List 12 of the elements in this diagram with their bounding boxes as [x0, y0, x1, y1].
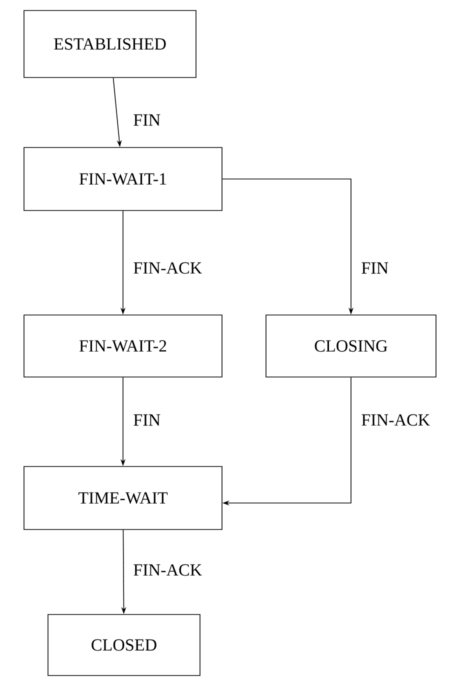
state-box: FIN-WAIT-1 — [24, 147, 222, 211]
state-box: ESTABLISHED — [24, 10, 196, 78]
edge-label: FIN-ACK — [134, 262, 202, 274]
state-box: CLOSING — [266, 314, 436, 378]
state-box: TIME-WAIT — [24, 466, 222, 530]
edge-label: FIN-ACK — [362, 414, 430, 426]
edge-label: FIN — [362, 262, 388, 274]
state-box: FIN-WAIT-2 — [24, 314, 222, 378]
edge-label: FIN-ACK — [134, 564, 202, 576]
edge-label: FIN — [134, 114, 160, 126]
edge-label: FIN — [134, 414, 160, 426]
state-box: CLOSED — [48, 614, 200, 676]
